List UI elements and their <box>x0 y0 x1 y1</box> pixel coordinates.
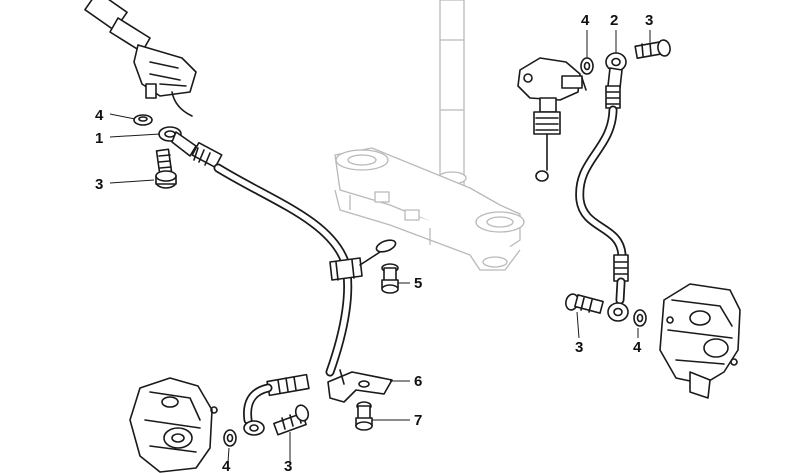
banjo-fitting-top <box>158 126 223 169</box>
callout-right-4-bottom: 4 <box>633 339 642 356</box>
leader-lines <box>109 30 651 463</box>
rear-brake-hose <box>575 85 629 322</box>
rear-brake-caliper <box>659 283 741 399</box>
banjo-bolt-bottom <box>273 404 310 436</box>
callout-right-2: 2 <box>610 12 618 29</box>
bolt-part-5 <box>381 263 399 294</box>
callout-right-4-top: 4 <box>581 12 590 29</box>
handlebar-master-cylinder <box>84 0 197 117</box>
banjo-bolt-right-top <box>634 39 671 59</box>
callout-left-3-mid: 3 <box>95 176 103 193</box>
sealing-washer-top-left <box>133 114 153 126</box>
banjo-bolt-right-bottom <box>565 293 604 314</box>
callout-bottom-4: 4 <box>222 458 231 473</box>
callout-center-7: 7 <box>414 412 422 429</box>
front-brake-hose <box>213 163 397 436</box>
callout-right-3-bottom: 3 <box>575 339 583 356</box>
callout-left-4-top: 4 <box>95 107 104 124</box>
callout-center-5: 5 <box>414 275 422 292</box>
callout-right-3-top: 3 <box>645 12 653 29</box>
sealing-washer-bottom <box>223 429 237 447</box>
banjo-fitting-right <box>605 52 627 89</box>
callout-left-1: 1 <box>95 130 103 147</box>
callout-center-6: 6 <box>414 373 422 390</box>
callout-labels: 4 1 3 5 6 7 4 3 4 2 3 3 4 <box>95 12 653 473</box>
rear-master-cylinder <box>517 57 587 182</box>
bolt-part-7 <box>355 401 373 431</box>
callout-bottom-3: 3 <box>284 458 292 473</box>
front-brake-caliper <box>129 377 218 473</box>
sealing-washer-right-top <box>580 57 594 75</box>
fork-triple-clamp-ghost <box>334 0 525 271</box>
sealing-washer-right-bottom <box>633 309 647 327</box>
banjo-bolt-left <box>155 148 177 189</box>
bracket-part-6 <box>327 369 393 403</box>
